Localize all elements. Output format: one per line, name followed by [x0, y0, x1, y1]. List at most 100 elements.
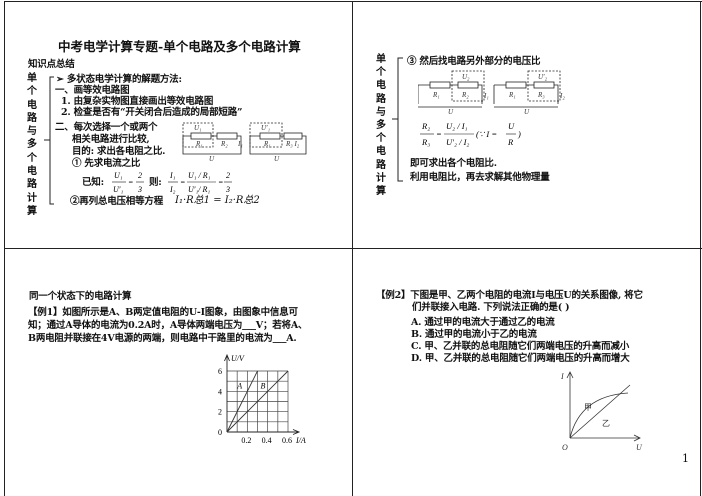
- border-top: [4, 1, 702, 2]
- example2-line1: 【例2】下图是甲、乙两个电阻的电流I与电压U的关系图像, 将它: [376, 290, 643, 301]
- step2c: 目的: 求出各电阻之比.: [72, 146, 166, 157]
- y-axis: [224, 353, 230, 432]
- x-axis: [227, 429, 301, 435]
- svg-text:R₃ I₂: R₃ I₂: [285, 140, 300, 148]
- sub3: ③ 然后找电路另外部分的电压比: [407, 56, 541, 67]
- svg-text:R₃: R₃: [421, 137, 430, 147]
- svg-text:U: U: [524, 108, 530, 114]
- svg-text:R₁: R₁: [195, 140, 203, 148]
- svg-text:R₂: R₂: [220, 140, 228, 148]
- svg-text:R: R: [507, 137, 514, 147]
- series-label-A: A: [236, 381, 242, 390]
- series-label-B: B: [261, 381, 266, 390]
- curve-jia-label: 甲: [584, 403, 592, 412]
- svg-text:U′₁: U′₁: [261, 124, 270, 132]
- curve-jia: [569, 392, 629, 439]
- step1: 一、画等效电路图: [55, 85, 130, 96]
- svg-text:=: =: [180, 178, 185, 187]
- series-line-A: [226, 370, 258, 433]
- option-d: D. 甲、乙并联的总电阻随它们两端电压的升高而增大: [411, 353, 630, 364]
- panel3-heading: 同一个状态下的电路计算: [29, 291, 132, 302]
- svg-text:R₁: R₁: [432, 91, 440, 99]
- svg-text:R₂: R₂: [461, 91, 469, 99]
- example1-line3: B两电阻并联接在4V电源的两端，则电路中干路里的电流为___A.: [28, 333, 297, 344]
- sub1: ① 先求电流之比: [72, 158, 141, 169]
- svg-text:U₂: U₂: [462, 73, 470, 81]
- svg-text:U: U: [508, 121, 515, 131]
- option-c: C. 甲、乙并联的总电阻随它们两端电压的升高而减小: [411, 341, 630, 352]
- svg-text:U: U: [274, 155, 280, 162]
- svg-text:=: =: [128, 178, 133, 187]
- y-tick-label: 0: [218, 428, 222, 437]
- x-tick-label: 0.6: [282, 436, 292, 445]
- x-tick-label: 0.4: [262, 436, 272, 445]
- svg-text:R₁: R₁: [263, 140, 271, 148]
- side-label-2: 单个电路与多个电路计算: [376, 54, 386, 198]
- svg-text:R₁: R₁: [508, 91, 516, 99]
- step2a: 二、每次选择一个或两个: [55, 122, 158, 133]
- divider-horizontal: [4, 248, 702, 249]
- side-label: 单个电路与多个电路计算: [27, 73, 37, 217]
- total-voltage-equation: I₁·R总1 = I₂·R总2: [175, 195, 260, 206]
- circuit-diagram-2: U′₁ R₁ R₃ I₂ U: [249, 122, 307, 162]
- circuit-diagram-1: U₁ R₁ R₂ I₁ U: [182, 122, 243, 162]
- example1-line1: 【例1】如图所示是A、B两定值电阻的U-I图象，由图象中信息可: [28, 307, 298, 318]
- y-tick-label: 2: [218, 408, 222, 417]
- method-text: ➢ 多状态电学计算的解题方法:: [56, 74, 182, 85]
- result-line-1: 即可求出各个电阻比.: [410, 158, 497, 169]
- svg-text:U′₂ / I₂: U′₂ / I₂: [446, 137, 469, 147]
- page-number: 1: [682, 452, 689, 465]
- iu-graph: I U O 甲 乙: [560, 371, 643, 452]
- svg-text:U₁: U₁: [114, 171, 123, 180]
- svg-text:(∵ I =: (∵ I =: [476, 129, 497, 139]
- svg-text:U′₁/ R₁: U′₁/ R₁: [188, 185, 210, 194]
- svg-text:3: 3: [225, 185, 230, 194]
- brace-2: [392, 57, 403, 182]
- option-a: A. 通过甲的电流大于通过乙的电流: [411, 317, 555, 328]
- svg-text:3: 3: [137, 185, 142, 194]
- svg-text:U′₂: U′₂: [538, 73, 548, 81]
- x-tick-label: 0.2: [241, 436, 251, 445]
- section-label: 知识点总结: [28, 59, 75, 70]
- step1-2: 2. 检查是否有“开关闭合后造成的局部短路”: [61, 107, 243, 118]
- y-tick-label: 4: [218, 387, 222, 396]
- svg-text:=: =: [218, 178, 223, 187]
- x-axis-label: U: [636, 443, 643, 452]
- svg-text:I₁: I₁: [169, 171, 176, 180]
- then-label: 则:: [149, 177, 162, 188]
- svg-text:): ): [517, 129, 521, 139]
- y-axis-label: U/V: [231, 354, 245, 363]
- y-tick-label: 6: [218, 367, 222, 376]
- svg-text:=: =: [436, 129, 442, 139]
- svg-text:U₂ / I₁: U₂ / I₁: [446, 121, 468, 131]
- svg-text:2: 2: [226, 171, 230, 180]
- svg-text:R₃: R₃: [537, 91, 545, 99]
- svg-text:I₁: I₁: [483, 92, 489, 100]
- brace: [44, 76, 54, 205]
- line-yi-label: 乙: [602, 419, 610, 428]
- origin-label: O: [562, 443, 568, 452]
- x-axis-label: I/A: [295, 436, 306, 445]
- svg-text:2: 2: [138, 171, 142, 180]
- option-b: B. 通过甲的电流小于乙的电流: [411, 329, 537, 340]
- y-axis-label: I: [560, 372, 564, 381]
- example2-line2: 们并联接入电路. 下列说法正确的是( ): [412, 302, 570, 313]
- step1-1: 1. 由复杂实物图直接画出等效电路图: [61, 96, 214, 107]
- svg-text:U′₁: U′₁: [113, 185, 124, 194]
- series-line-B: [226, 370, 289, 433]
- svg-text:U: U: [209, 155, 215, 162]
- resistance-ratio-formula: R₂ R₃ = U₂ / I₁ U′₂ / I₂ (∵ I = UR): [420, 121, 521, 147]
- known-label: 已知:: [82, 177, 104, 188]
- example1-line2: 知；通过A导体的电流为0.2A时，A导体两端电压为___V；若将A、: [28, 320, 308, 331]
- sub2: ②再列总电压相等方程: [70, 196, 164, 207]
- svg-text:I₁: I₁: [237, 140, 243, 148]
- svg-text:U: U: [448, 108, 454, 114]
- svg-text:R₂: R₂: [421, 121, 430, 131]
- svg-text:U₁ / R₁: U₁ / R₁: [188, 171, 211, 180]
- svg-text:I₂: I₂: [169, 185, 176, 194]
- svg-text:U₁: U₁: [194, 124, 202, 132]
- step2b: 相关电路进行比较,: [72, 134, 150, 145]
